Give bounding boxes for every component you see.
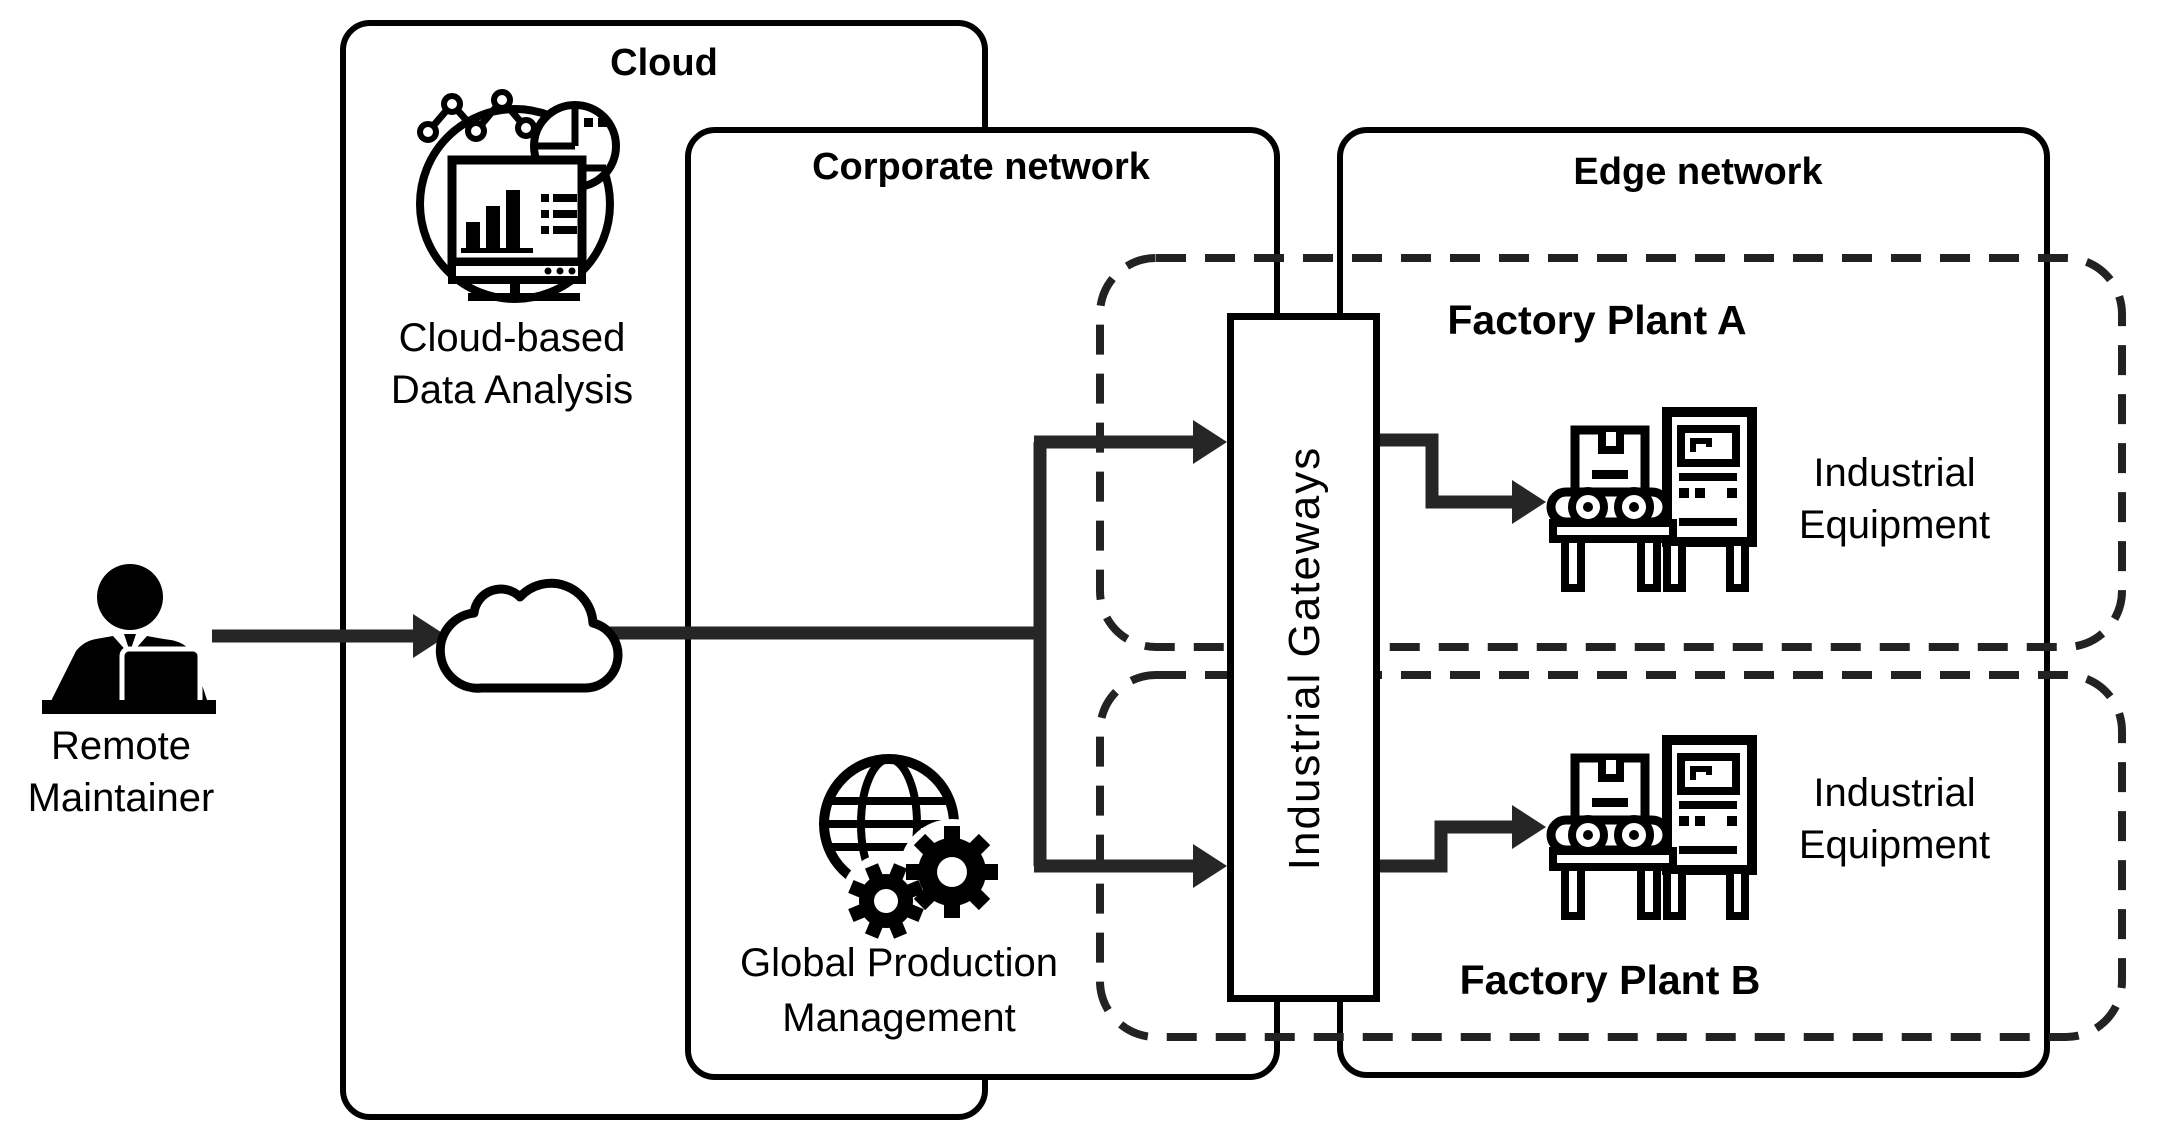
connector-cloud-to-gateways bbox=[610, 420, 1227, 888]
corporate-region-box bbox=[685, 127, 1280, 1080]
remote-maintainer-label: Remote Maintainer bbox=[27, 724, 215, 820]
industrial-gateways-box bbox=[1227, 313, 1380, 1002]
cloud-region-title: Cloud bbox=[610, 42, 718, 84]
equipment-a-label: Industrial Equipment bbox=[1798, 451, 1991, 547]
connector-maintainer-to-cloud bbox=[212, 614, 447, 658]
corporate-region-title: Corporate network bbox=[812, 146, 1150, 188]
industrial-equipment-icon-a bbox=[1551, 412, 1752, 588]
person-laptop-icon bbox=[42, 564, 216, 714]
edge-region-title: Edge network bbox=[1573, 151, 1823, 193]
factory-plant-a-dashed-box bbox=[1096, 254, 2126, 651]
factory-plant-b-dashed-box bbox=[1096, 671, 2126, 1041]
factory-plant-a-title: Factory Plant A bbox=[1447, 297, 1747, 343]
cloud-icon bbox=[435, 578, 623, 693]
connector-gateways-to-equipment-a bbox=[1380, 433, 1546, 524]
globe-gears-icon bbox=[819, 754, 1005, 944]
connector-gateways-to-equipment-b bbox=[1380, 805, 1546, 873]
cloud-analysis-label: Cloud-based Data Analysis bbox=[390, 316, 634, 412]
edge-region-box bbox=[1337, 127, 2050, 1078]
data-analysis-icon bbox=[416, 89, 620, 303]
factory-plant-b-title: Factory Plant B bbox=[1459, 957, 1761, 1003]
industrial-gateways-label: Industrial Gateways bbox=[1280, 445, 1329, 871]
global-production-label: Global Production Management bbox=[740, 941, 1058, 1040]
industrial-equipment-icon-b bbox=[1551, 740, 1752, 916]
equipment-b-label: Industrial Equipment bbox=[1798, 771, 1991, 867]
